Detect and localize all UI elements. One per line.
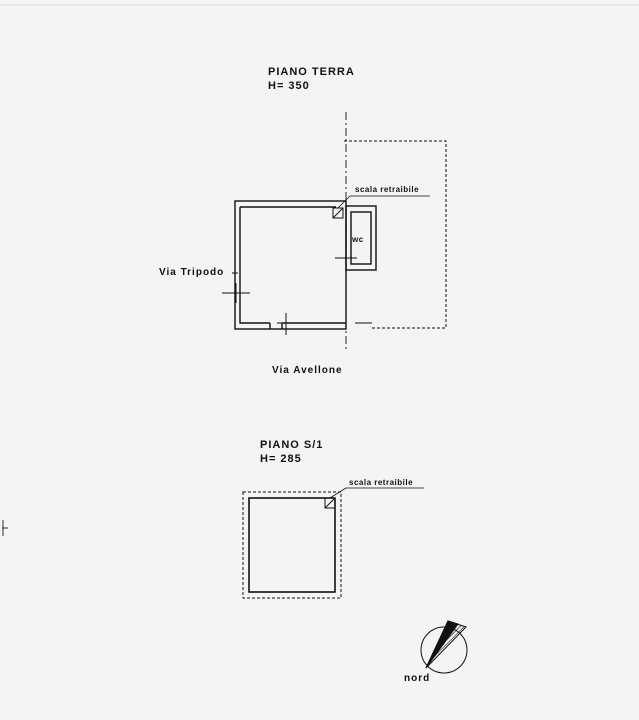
scan-edge-marks [0,4,639,536]
basement-stair-leader [329,487,347,499]
north-label: nord [404,673,431,684]
ground-floor-height: H= 350 [268,80,310,92]
stair-leader-line [337,195,351,209]
basement-stair-note: scala retraibile [349,478,414,487]
ground-floor-plan [222,112,447,352]
adjacent-area-outline [344,140,447,329]
ground-floor-title: PIANO TERRA [268,66,355,78]
main-room-walls [234,200,347,330]
street-south-label: Via Avellone [272,365,343,376]
basement-height: H= 285 [260,453,302,465]
ground-stair-note: scala retraibile [355,185,420,194]
street-west-label: Via Tripodo [159,267,225,278]
basement-walls [248,497,336,593]
wc-label: wc [352,235,364,244]
basement-floor-plan [242,487,424,599]
wc-room-walls [345,205,377,271]
basement-title: PIANO S/1 [260,439,324,451]
stair-hatch-icon [332,207,344,219]
level-markers [222,248,357,335]
basement-outer-dashed [242,491,342,599]
basement-stair-hatch-icon [324,497,336,509]
north-arrow-icon [420,620,468,674]
